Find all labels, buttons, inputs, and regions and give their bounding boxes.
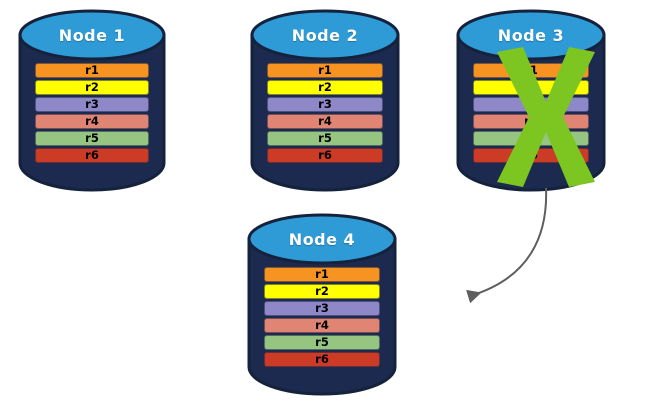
row-r6[interactable]: r6 [267,148,383,163]
row-r2[interactable]: r2 [473,80,589,95]
row-r2[interactable]: r2 [267,80,383,95]
row-r1[interactable]: r1 [267,63,383,78]
row-r5[interactable]: r5 [35,131,149,146]
row-r3[interactable]: r3 [264,301,380,316]
row-stack-1: r1 r2 r3 r4 r5 r6 [17,63,167,163]
row-r5[interactable]: r5 [264,335,380,350]
node-cylinder-1[interactable]: Node 1 r1 r2 r3 r4 r5 r6 [17,8,167,192]
row-stack-2: r1 r2 r3 r4 r5 r6 [249,63,401,163]
row-r5[interactable]: r5 [267,131,383,146]
row-r3[interactable]: r3 [267,97,383,112]
row-r1[interactable]: r1 [264,267,380,282]
node-cylinder-2[interactable]: Node 2 r1 r2 r3 r4 r5 r6 [249,8,401,192]
row-r3[interactable]: r3 [35,97,149,112]
row-r3[interactable]: r3 [473,97,589,112]
row-r1[interactable]: r1 [35,63,149,78]
row-stack-4: r1 r2 r3 r4 r5 r6 [246,267,398,367]
node-cylinder-4[interactable]: Node 4 r1 r2 r3 r4 r5 r6 [246,212,398,396]
row-r4[interactable]: r4 [473,114,589,129]
row-r6[interactable]: r6 [35,148,149,163]
row-r1[interactable]: r1 [473,63,589,78]
row-r4[interactable]: r4 [264,318,380,333]
row-stack-3: r1 r2 r3 r4 r5 r6 [455,63,607,163]
row-r4[interactable]: r4 [35,114,149,129]
row-r2[interactable]: r2 [35,80,149,95]
row-r5[interactable]: r5 [473,131,589,146]
row-r6[interactable]: r6 [473,148,589,163]
row-r6[interactable]: r6 [264,352,380,367]
node-cylinder-3[interactable]: Node 3 r1 r2 r3 r4 r5 r6 [455,8,607,192]
row-r2[interactable]: r2 [264,284,380,299]
row-r4[interactable]: r4 [267,114,383,129]
